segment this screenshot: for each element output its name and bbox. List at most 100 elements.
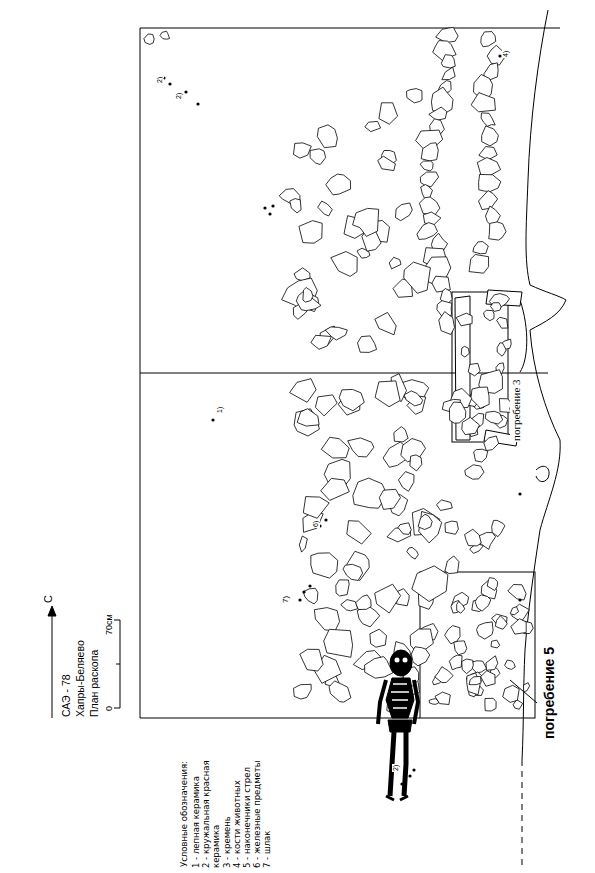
trench-edge xyxy=(140,28,560,29)
stone xyxy=(523,683,529,692)
stone xyxy=(418,514,432,529)
stone xyxy=(290,199,301,213)
stone xyxy=(441,55,455,68)
stone xyxy=(469,677,481,685)
stone xyxy=(389,257,401,269)
stone xyxy=(420,161,433,171)
stone xyxy=(341,600,358,611)
stone xyxy=(462,417,480,434)
find-dot xyxy=(298,598,301,601)
plan-title: План раскопа xyxy=(88,649,100,718)
stone xyxy=(347,521,371,544)
stone xyxy=(404,391,423,406)
stone xyxy=(404,262,431,293)
stone xyxy=(353,208,379,236)
legend-entry: 4 - кости животных xyxy=(232,728,242,868)
stone xyxy=(311,335,332,349)
stone xyxy=(419,512,442,543)
scale-label: 0 xyxy=(104,705,114,712)
stone xyxy=(503,685,520,702)
find-dot xyxy=(324,518,327,521)
pit-outline xyxy=(536,466,549,481)
stone xyxy=(465,465,484,479)
burial-label: погребение 3 xyxy=(510,378,523,442)
stone xyxy=(321,478,350,500)
find-dot xyxy=(408,774,411,777)
stone xyxy=(290,379,317,403)
stone xyxy=(445,556,459,574)
trench-boundary xyxy=(522,760,523,865)
stone xyxy=(303,588,318,604)
find-dot xyxy=(196,102,199,105)
pelvis xyxy=(388,720,412,732)
north-arrow xyxy=(52,612,53,718)
stone xyxy=(491,640,500,648)
stone xyxy=(358,336,377,353)
callout-number: 1) xyxy=(216,406,224,414)
stone xyxy=(495,616,507,629)
find-dot xyxy=(268,212,271,215)
stone xyxy=(435,692,450,704)
stone xyxy=(417,223,438,240)
site-name: Хапры-Беляево xyxy=(74,639,86,718)
north-letter: С xyxy=(42,594,55,604)
stone xyxy=(407,89,423,103)
stone xyxy=(442,67,455,80)
stone xyxy=(411,647,429,666)
finds-layer xyxy=(162,54,521,785)
stone xyxy=(477,622,494,639)
stone xyxy=(378,156,396,170)
stone-layer xyxy=(144,27,533,714)
stone xyxy=(410,455,422,471)
scale-tick xyxy=(114,620,120,621)
stone xyxy=(394,427,408,442)
stone xyxy=(407,547,419,559)
stone xyxy=(299,536,307,552)
legend-entry: 1 - лепная керамика xyxy=(191,728,201,868)
stone xyxy=(325,327,347,340)
north-arrow-head xyxy=(48,606,56,616)
stone xyxy=(421,143,438,161)
stone xyxy=(461,346,469,357)
foot-bone xyxy=(386,796,408,800)
legend-entry: 5 - наконечники стрел xyxy=(242,728,252,868)
stone xyxy=(160,31,170,39)
stone xyxy=(375,312,396,334)
stone xyxy=(511,619,526,634)
stone xyxy=(497,343,506,356)
stone xyxy=(456,313,472,326)
stone xyxy=(314,608,339,631)
legend-entry: 3 - кремень xyxy=(222,728,232,868)
site-code: САЭ - 78 xyxy=(60,673,72,718)
stone xyxy=(485,411,503,424)
find-dot xyxy=(271,204,274,207)
stone xyxy=(315,395,337,416)
legend: 1 - лепная керамика2 - кружальная красна… xyxy=(191,728,273,868)
stone xyxy=(375,381,400,407)
eye-socket xyxy=(395,658,400,663)
find-dot xyxy=(412,768,415,771)
callout-number: 7) xyxy=(281,595,290,604)
ribcage xyxy=(386,678,414,718)
callout-number: 2) xyxy=(175,92,183,100)
stone xyxy=(485,698,496,711)
stone xyxy=(491,303,502,312)
callout-number: 4) xyxy=(502,50,510,58)
stone xyxy=(297,409,319,426)
stone xyxy=(471,93,495,112)
stone xyxy=(144,34,154,44)
find-dot xyxy=(518,598,521,601)
stone xyxy=(348,438,374,457)
stone xyxy=(445,521,458,534)
trench-boundary xyxy=(520,300,527,372)
stone xyxy=(486,656,498,671)
burial-label: погребение 5 xyxy=(541,646,557,740)
find-dot xyxy=(263,206,266,209)
stone xyxy=(303,288,313,303)
legend-heading: Условные обозначения: xyxy=(180,760,190,868)
stone xyxy=(294,684,312,699)
trench-boundary xyxy=(522,10,566,760)
stone xyxy=(487,578,498,591)
stone xyxy=(454,641,467,655)
skull xyxy=(390,650,412,676)
